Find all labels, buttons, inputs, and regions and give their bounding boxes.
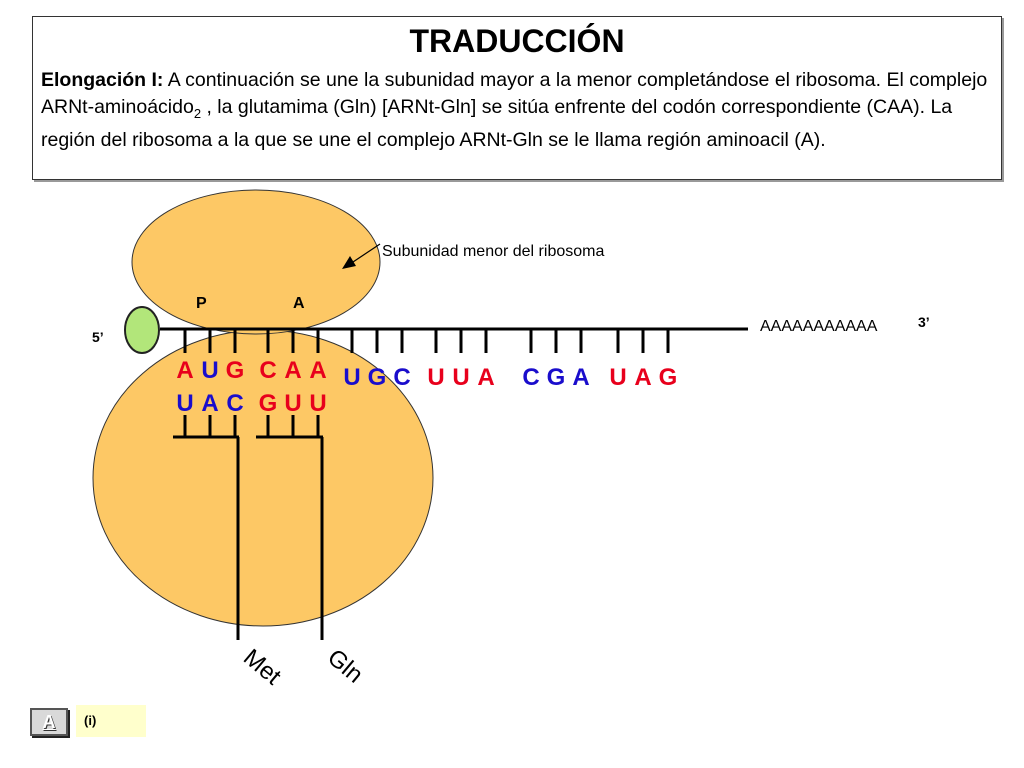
trna-met-anticodon-base: A xyxy=(201,390,218,417)
site-a-label: A xyxy=(293,295,305,312)
description-subscript: 2 xyxy=(193,105,202,121)
description-part-1: A continuación se une la subunidad mayor… xyxy=(41,69,988,118)
description-text: Elongación I: A continuación se une la s… xyxy=(41,67,997,154)
description-part-2: , la glutamima (Gln) [ARNt-Gln] se sitúa… xyxy=(41,96,953,151)
trna-met-amino-acid-label: Met xyxy=(238,644,286,691)
page-title: TRADUCCIÓN xyxy=(409,23,625,59)
mrna-base: G xyxy=(226,357,245,384)
mrna-base: A xyxy=(309,357,326,384)
mrna-base: G xyxy=(659,364,678,391)
description-box: TRADUCCIÓN Elongación I: A continuación … xyxy=(32,16,1002,180)
mrna-base: G xyxy=(368,364,387,391)
site-p-label: P xyxy=(196,295,207,312)
trna-met-anticodon-base: C xyxy=(226,390,243,417)
mrna-5-cap xyxy=(124,306,160,354)
mrna-base: A xyxy=(176,357,193,384)
mrna-base: A xyxy=(284,357,301,384)
five-prime-label: 5’ xyxy=(92,329,104,345)
mrna-base: C xyxy=(522,364,539,391)
label-arrow-line xyxy=(349,243,381,265)
mrna-base: C xyxy=(393,364,410,391)
small-subunit-label: Subunidad menor del ribosoma xyxy=(382,243,604,260)
mrna-base: U xyxy=(427,364,444,391)
nav-button[interactable]: A xyxy=(30,708,68,736)
trna-gln-anticodon-base: U xyxy=(309,390,326,417)
trna-gln-anticodon-base: G xyxy=(259,390,278,417)
section-lead: Elongación I: xyxy=(41,69,164,91)
mrna-base: U xyxy=(201,357,218,384)
three-prime-label: 3’ xyxy=(918,314,930,330)
mrna-base: U xyxy=(343,364,360,391)
page-label: (i) xyxy=(76,705,146,737)
label-arrow-head xyxy=(342,256,356,269)
mrna-base: A xyxy=(634,364,651,391)
trna-met-anticodon-base: U xyxy=(176,390,193,417)
mrna-base: U xyxy=(452,364,469,391)
mrna-base: U xyxy=(609,364,626,391)
mrna-base: G xyxy=(547,364,566,391)
mrna-base-ticks xyxy=(183,329,670,353)
ribosome-small-subunit xyxy=(131,189,381,335)
trna-gln-amino-acid-label: Gln xyxy=(322,644,368,689)
mrna-base: A xyxy=(477,364,494,391)
mrna-base: C xyxy=(259,357,276,384)
poly-a-tail: AAAAAAAAAAA xyxy=(760,318,878,335)
trna-gln-anticodon-base: U xyxy=(284,390,301,417)
mrna-base: A xyxy=(572,364,589,391)
